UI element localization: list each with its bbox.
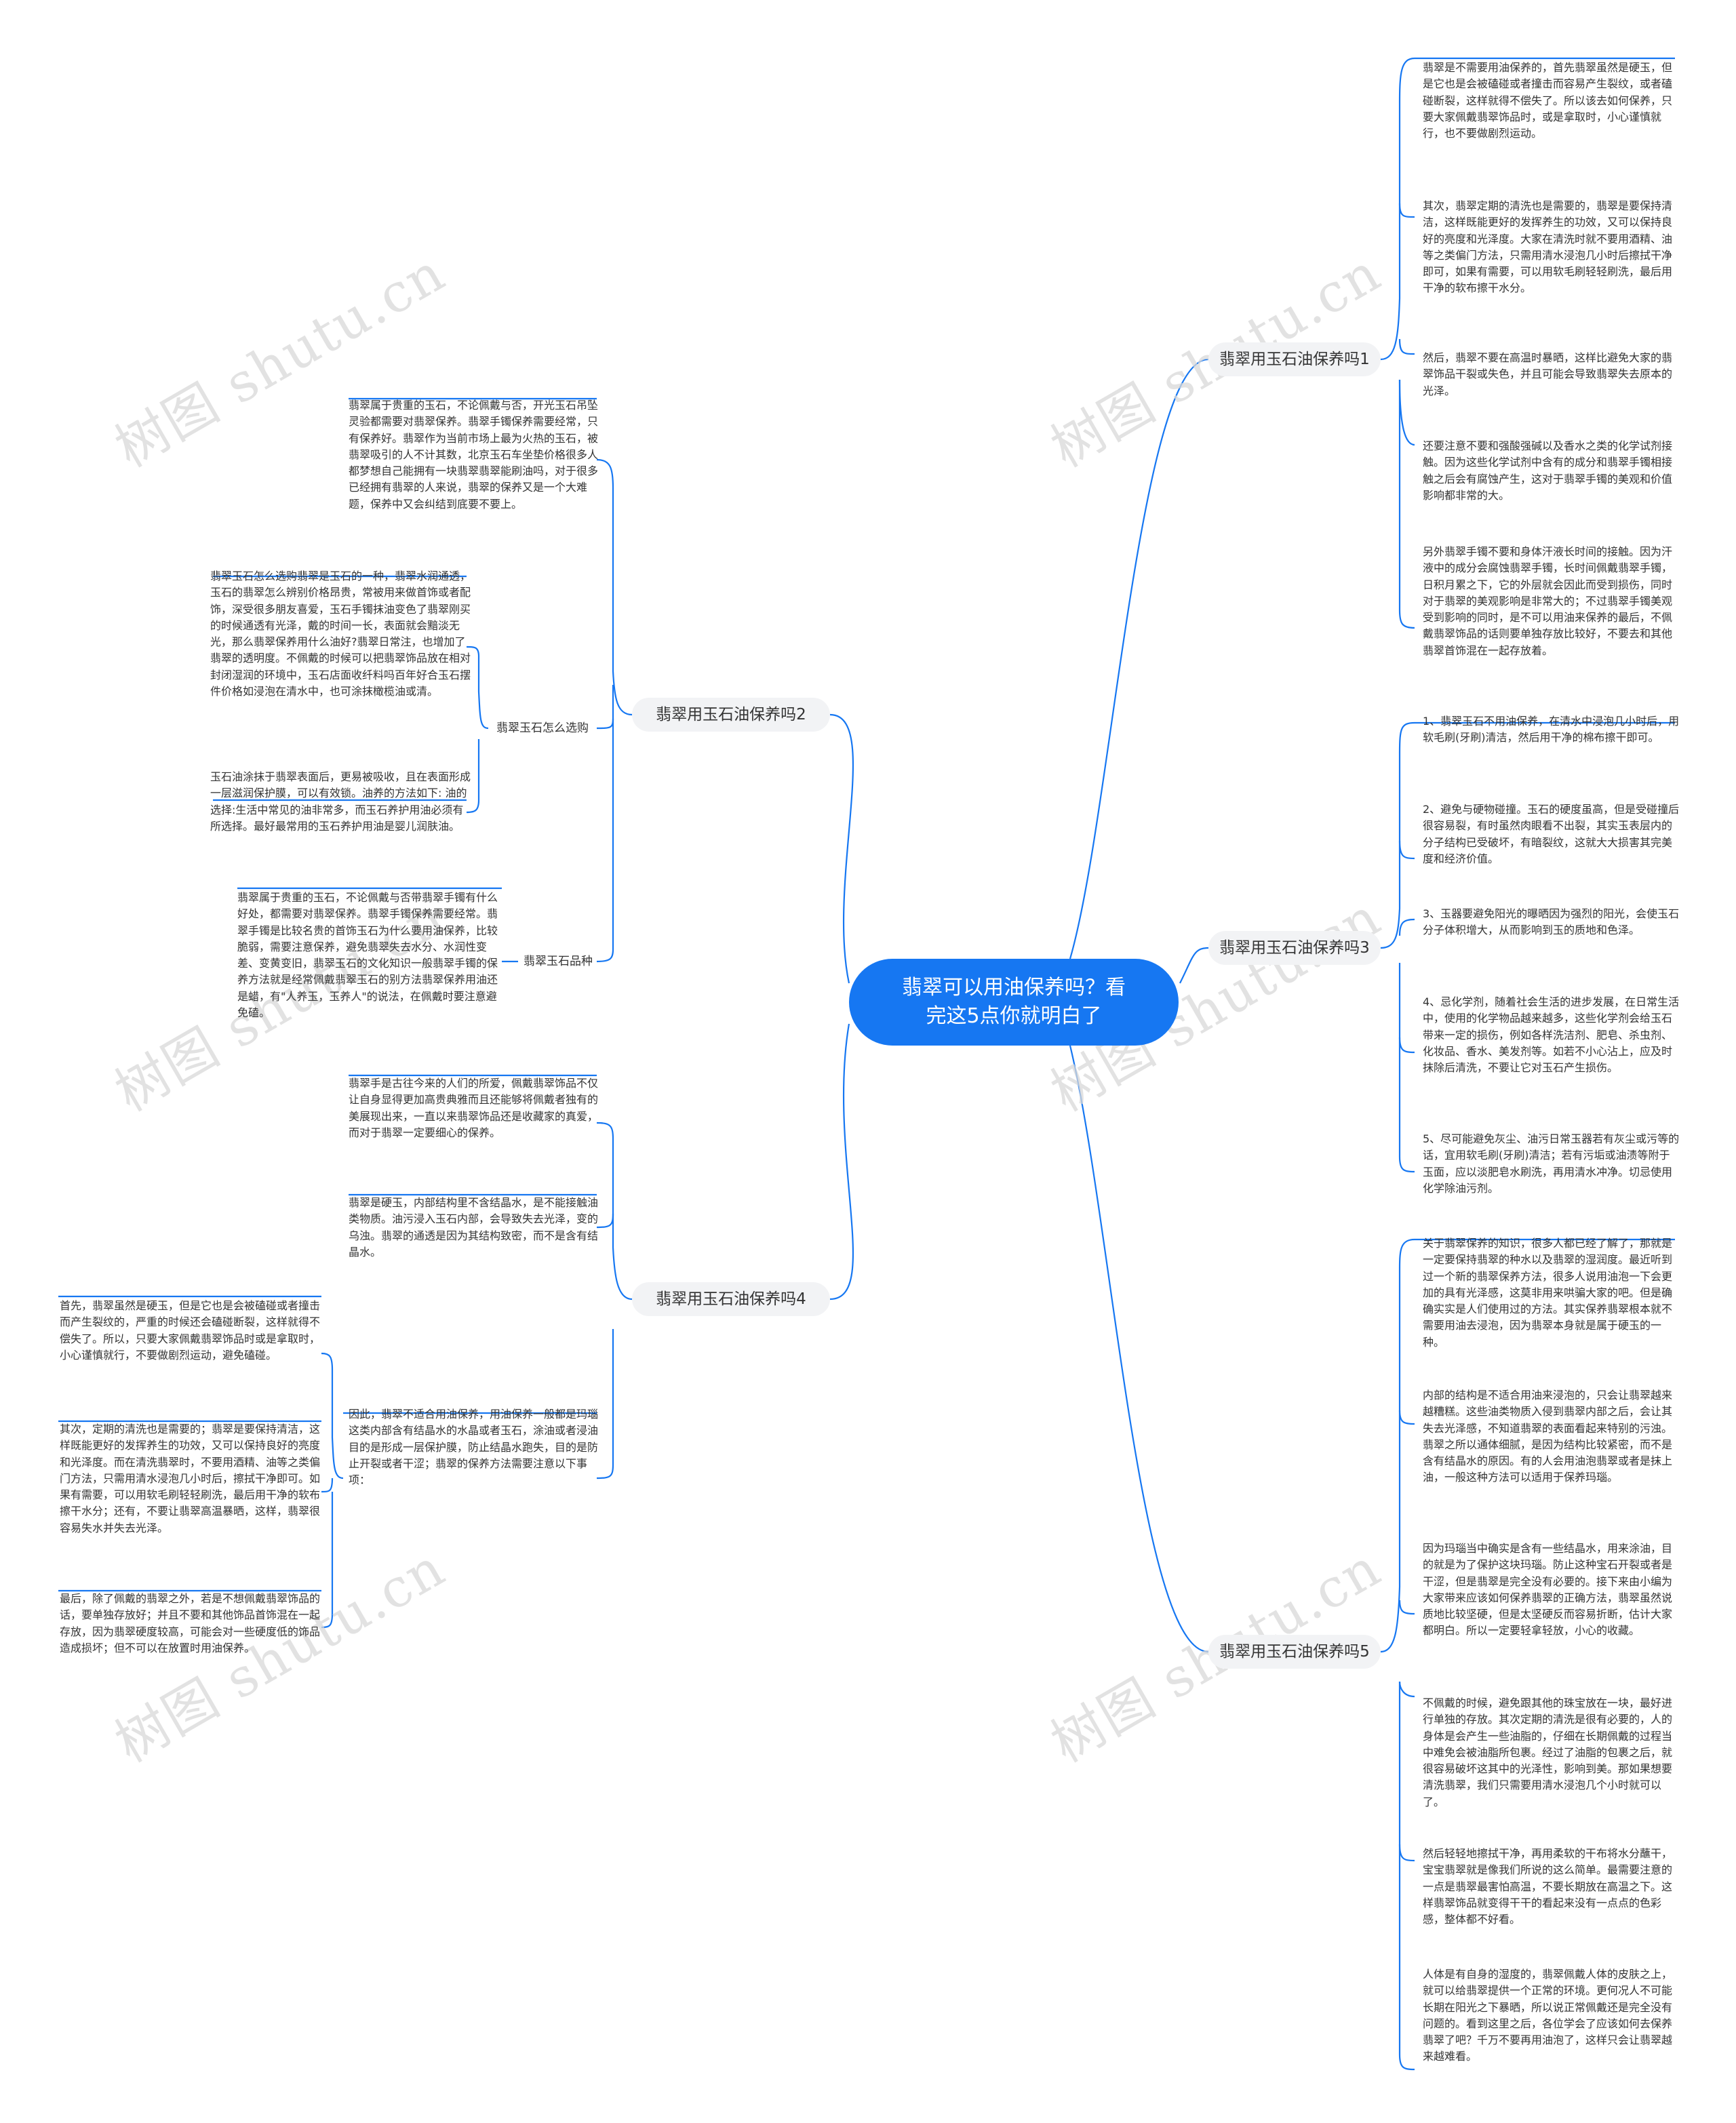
branch-2-selection-leaf: 翡翠玉石怎么选购翡翠是玉石的一种，翡翠水润通透，玉石的翡翠怎么辨别价格昂贵，常被…	[210, 570, 471, 698]
branch-5-leaf: 内部的结构是不适合用油来浸泡的，只会让翡翠越来越糟糕。这些油类物质入侵到翡翠内部…	[1423, 1389, 1673, 1484]
branch-1-leaf: 另外翡翠手镯不要和身体汗液长时间的接触。因为汗液中的成分会腐蚀翡翠手镯，长时间佩…	[1423, 545, 1673, 657]
branch-5-leaf: 然后轻轻地擦拭干净，再用柔软的干布将水分蘸干，宝宝翡翠就是像我们所说的这么简单。…	[1423, 1847, 1673, 1926]
branch-4-detail-leaf: 其次，定期的清洗也是需要的；翡翠是要保持清洁，这样既能更好的发挥养生的功效，又可…	[60, 1423, 321, 1534]
branch-5-leaf: 因为玛瑙当中确实是含有一些结晶水，用来涂油，目的就是为了保护这块玛瑙。防止这种宝…	[1423, 1542, 1673, 1638]
branch-4[interactable]: 翡翠用玉石油保养吗4	[632, 1282, 830, 1316]
branch-2-leaf: 翡翠属于贵重的玉石，不论佩戴与否，开光玉石吊坠灵验都需要对翡翠保养。翡翠手镯保养…	[349, 399, 599, 511]
branch-5[interactable]: 翡翠用玉石油保养吗5	[1208, 1635, 1381, 1669]
branch-1-leaf: 然后，翡翠不要在高温时暴晒，这样比避免大家的翡翠饰品干裂或失色，并且可能会导致翡…	[1423, 351, 1673, 397]
branch-1-leaf: 其次，翡翠定期的清洗也是需要的，翡翠是要保持清洁，这样既能更好的发挥养生的功效，…	[1423, 199, 1673, 295]
branch-4-leaf: 翡翠是硬玉，内部结构里不含结晶水，是不能接触油类物质。油污浸入玉石内部，会导致失…	[349, 1196, 599, 1258]
branch-1-leaf: 还要注意不要和强酸强碱以及香水之类的化学试剂接触。因为这些化学试剂中含有的成分和…	[1423, 439, 1673, 502]
branch-5-leaf: 不佩戴的时候，避免跟其他的珠宝放在一块，最好进行单独的存放。其次定期的清洗是很有…	[1423, 1697, 1673, 1808]
branch-3[interactable]: 翡翠用玉石油保养吗3	[1208, 931, 1381, 965]
branch-2-selection-leaf: 玉石油涂抹于翡翠表面后，更易被吸收，且在表面形成一层滋润保护膜，可以有效锁。油养…	[210, 770, 471, 833]
branch-5-leaf: 人体是有自身的湿度的，翡翠佩戴人体的皮肤之上，就可以给翡翠提供一个正常的环境。更…	[1423, 1968, 1673, 2063]
root-topic[interactable]: 翡翠可以用油保养吗？看 完这5点你就明白了	[849, 959, 1179, 1046]
branch-2-sub-selection[interactable]: 翡翠玉石怎么选购	[496, 721, 589, 735]
branch-3-leaf: 2、避免与硬物碰撞。玉石的硬度虽高，但是受碰撞后很容易裂，有时虽然肉眼看不出裂，…	[1423, 803, 1680, 865]
branch-4-sub-leaf: 因此，翡翠不适合用油保养，用油保养一般都是玛瑙这类内部含有结晶水的水晶或者玉石，…	[349, 1408, 599, 1487]
branch-2-variety-leaf: 翡翠属于贵重的玉石，不论佩戴与否带翡翠手镯有什么好处，都需要对翡翠保养。翡翠手镯…	[237, 891, 498, 1020]
branch-1-leaf: 翡翠是不需要用油保养的，首先翡翠虽然是硬玉，但是它也是会被磕碰或者撞击而容易产生…	[1423, 61, 1673, 140]
branch-3-leaf: 5、尽可能避免灰尘、油污日常玉器若有灰尘或污等的话，宜用软毛刷(牙刷)清洁；若有…	[1423, 1132, 1680, 1195]
branch-4-detail-leaf: 最后，除了佩戴的翡翠之外，若是不想佩戴翡翠饰品的话，要单独存放好；并且不要和其他…	[60, 1592, 321, 1654]
branch-2[interactable]: 翡翠用玉石油保养吗2	[632, 698, 830, 732]
branch-3-leaf: 4、忌化学剂，随着社会生活的进步发展，在日常生活中，使用的化学物品越来越多，这些…	[1423, 995, 1680, 1075]
root-title-line-2: 完这5点你就明白了	[926, 1004, 1102, 1028]
branch-3-leaf: 1、翡翠玉石不用油保养，在清水中浸泡几小时后，用软毛刷(牙刷)清洁，然后用干净的…	[1423, 715, 1680, 745]
branch-5-leaf: 关于翡翠保养的知识，很多人都已经了解了，那就是一定要保持翡翠的种水以及翡翠的湿润…	[1423, 1237, 1673, 1349]
root-title-line-1: 翡翠可以用油保养吗？看	[902, 976, 1126, 999]
branch-4-detail-leaf: 首先，翡翠虽然是硬玉，但是它也是会被磕碰或者撞击而产生裂纹的，严重的时候还会磕碰…	[60, 1299, 321, 1362]
branch-4-leaf: 翡翠手是古往今来的人们的所爱，佩戴翡翠饰品不仅让自身显得更加高贵典雅而且还能够将…	[349, 1077, 599, 1139]
branch-2-sub-variety[interactable]: 翡翠玉石品种	[524, 955, 593, 968]
branch-1[interactable]: 翡翠用玉石油保养吗1	[1208, 342, 1381, 376]
branch-3-leaf: 3、玉器要避免阳光的曝晒因为强烈的阳光，会使玉石分子体积增大，从而影响到玉的质地…	[1423, 907, 1680, 937]
